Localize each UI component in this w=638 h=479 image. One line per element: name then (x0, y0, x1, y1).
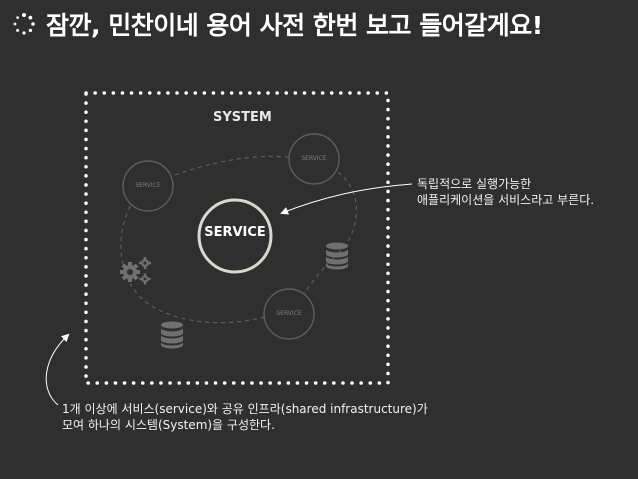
service-label-bottom: SERVICE (276, 310, 302, 317)
database-icon (326, 242, 348, 270)
annotation-line: 애플리케이션을 서비스라고 부른다. (417, 193, 595, 207)
annotation-line: 모여 하나의 시스템(System)을 구성한다. (62, 418, 275, 432)
annotation-line: 독립적으로 실행가능한 (417, 177, 532, 191)
service-label-top-left: SERVICE (135, 182, 161, 189)
service-node-top-left (122, 160, 174, 212)
annotation-arrow-bottom (45, 333, 70, 406)
main-service-label: SERVICE (204, 225, 266, 240)
system-label: SYSTEM (213, 110, 272, 125)
gears-icon (120, 257, 151, 285)
system-boundary (84, 91, 390, 385)
loading-spinner-icon (13, 13, 35, 35)
system-definition-annotation: 1개 이상에 서비스(service)와 공유 인프라(shared infra… (62, 401, 428, 433)
title-text: 잠깐, 민찬이네 용어 사전 한번 보고 들어갈게요! (46, 11, 543, 40)
service-node-main (197, 198, 273, 274)
service-node-top-right (288, 133, 340, 185)
slide-title: 잠깐, 민찬이네 용어 사전 한번 보고 들어갈게요! (12, 4, 543, 44)
service-definition-annotation: 독립적으로 실행가능한 애플리케이션을 서비스라고 부른다. (417, 176, 594, 208)
annotation-line: 1개 이상에 서비스(service)와 공유 인프라(shared infra… (62, 402, 428, 416)
service-label-top-right: SERVICE (301, 155, 327, 162)
database-icon (161, 321, 183, 349)
service-node-bottom (263, 288, 315, 340)
annotation-arrow-right (280, 183, 413, 215)
connection-loop (120, 155, 357, 324)
